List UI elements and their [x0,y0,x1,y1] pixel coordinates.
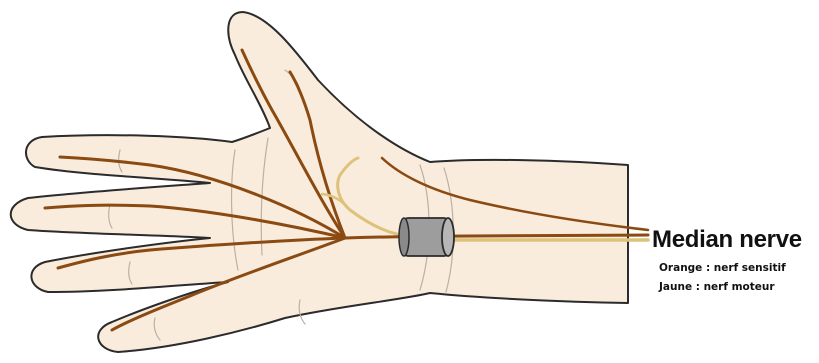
hand-outline [11,12,628,352]
legend-yellow: Jaune : nerf moteur [659,281,775,293]
legend-orange: Orange : nerf sensitif [659,262,786,274]
compression-cuff-icon [399,218,454,256]
diagram-title: Median nerve [652,226,802,254]
